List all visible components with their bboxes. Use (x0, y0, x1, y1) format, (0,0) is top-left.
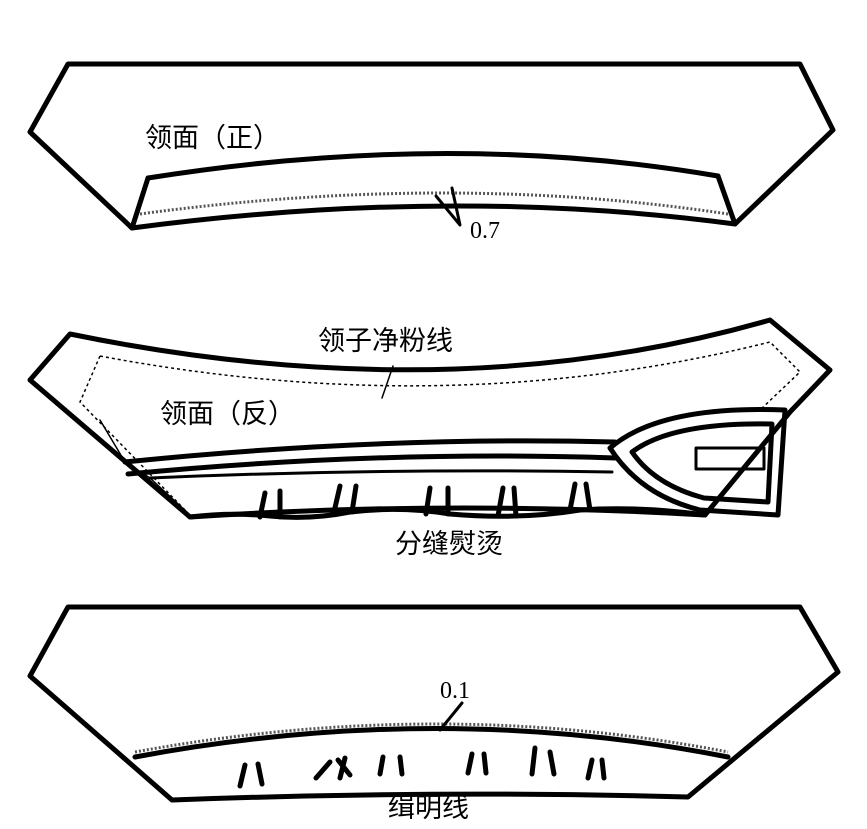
step3-tab (585, 757, 607, 781)
step2-caption: 分缝熨烫 (395, 529, 503, 560)
iron-outer (607, 407, 788, 518)
step2-tab (495, 485, 519, 519)
step1-band-right (715, 173, 738, 227)
step3-tab (377, 754, 405, 777)
step2-chalk-label: 领子净粉线 (318, 326, 453, 357)
step2-chalk-leader (381, 365, 394, 399)
step2-collar: 领子净粉线 领面（反） 分缝熨烫 (27, 317, 833, 560)
step2-seam-lower (148, 469, 614, 480)
iron-handle-slot (694, 446, 766, 471)
step2-tab (331, 483, 359, 515)
step2-tab (423, 485, 451, 517)
step3-seam-line (132, 726, 731, 760)
step1-measure-leader (434, 186, 462, 227)
step1-label: 领面（正） (145, 123, 280, 154)
step2-label: 领面（反） (160, 399, 295, 430)
step3-collar-outline (27, 604, 841, 803)
step3-tab (529, 745, 557, 777)
step2-seam-left-edge (99, 419, 191, 516)
step1-collar-outline (27, 61, 836, 231)
step1-band-left (129, 175, 151, 231)
step3-caption: 缉明线 (388, 793, 469, 824)
step1-collar: 0.7 领面（正） (27, 61, 836, 244)
step2-seam-top (122, 438, 618, 465)
step2-tab (567, 481, 593, 513)
step3-measure-label: 0.1 (440, 678, 470, 704)
step2-seam-mid (125, 453, 618, 477)
step3-measure-leader (438, 701, 464, 732)
step3-tab (313, 755, 353, 781)
step1-stitch-line (139, 191, 729, 216)
step1-band-top (145, 151, 721, 181)
iron-inner (629, 421, 775, 505)
step3-collar: 0.1 缉明线 (27, 604, 841, 824)
iron-icon (607, 407, 788, 518)
step2-collar-outline (27, 317, 833, 520)
step3-tab (237, 761, 265, 789)
step3-tab (465, 751, 489, 776)
step2-tab (257, 488, 283, 520)
step1-measure-label: 0.7 (470, 218, 500, 244)
